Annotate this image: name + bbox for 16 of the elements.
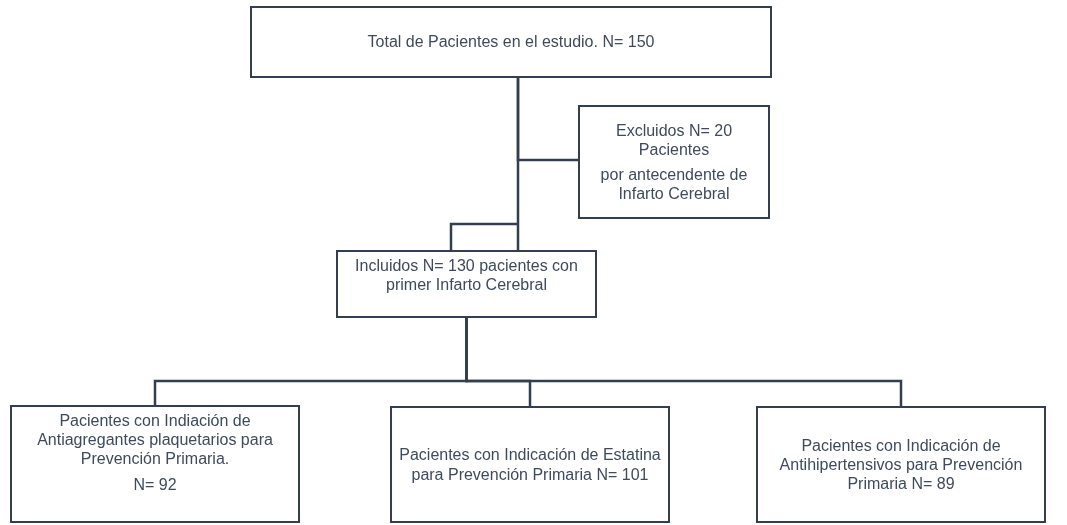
process-box: [336, 250, 597, 318]
box-text: Incluidos N= 130 pacientes con primer Infarto Cerebral: [354, 256, 579, 295]
box-text: Pacientes con Indicación de Estatina para Prevención Primaria N= 101: [398, 445, 662, 484]
box-text: N= 92: [133, 474, 177, 494]
connector-line: [465, 318, 903, 406]
process-box: [756, 406, 1046, 523]
box-text: Total de Pacientes en el estudio. N= 150: [367, 32, 655, 52]
box-text: Pacientes con Indiación de Antiagregantes plaquetarios para Prevención Primaria.: [36, 411, 274, 469]
box-text: Pacientes con Indicación de Antihipertensivos para Prevención Primaria N= 89: [778, 435, 1024, 494]
box-text: por antecendente de Infarto Cerebral: [599, 165, 749, 204]
process-box: [10, 405, 300, 523]
process-box: [390, 406, 670, 523]
process-box: [578, 105, 770, 219]
box-text: Excluidos N= 20 Pacientes: [614, 120, 734, 159]
process-box: [250, 6, 772, 78]
connector-line: [449, 76, 520, 252]
